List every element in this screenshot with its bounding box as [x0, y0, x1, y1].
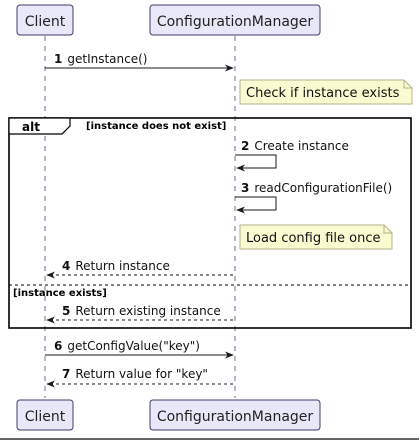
- message-6: 6 getConfigValue("key"): [45, 339, 234, 359]
- message-3: 3 readConfigurationFile(): [235, 181, 392, 214]
- message-7-text: Return value for "key": [75, 367, 208, 381]
- alt-separator: [instance exists]: [9, 284, 411, 299]
- message-2-text: Create instance: [254, 139, 349, 153]
- alt-guard-2: [instance exists]: [13, 288, 107, 299]
- participant-client-bottom: Client: [16, 399, 74, 431]
- message-3-text: readConfigurationFile(): [254, 181, 392, 195]
- alt-guard-1: [instance does not exist]: [86, 121, 226, 132]
- message-2: 2 Create instance: [235, 139, 349, 172]
- message-6-text: getConfigValue("key"): [67, 339, 200, 353]
- message-1: 1 getInstance(): [45, 52, 234, 72]
- message-4-text: Return instance: [75, 259, 169, 273]
- note-load-config: Load config file once: [239, 224, 393, 250]
- message-4-number: 4: [62, 259, 70, 273]
- alt-keyword: alt: [22, 120, 40, 134]
- participant-client-label: Client: [25, 14, 66, 30]
- message-1-number: 1: [54, 52, 62, 66]
- message-5-number: 5: [62, 304, 70, 318]
- message-5-text: Return existing instance: [75, 304, 220, 318]
- participant-manager-bottom: ConfigurationManager: [149, 399, 321, 431]
- message-7: 7 Return value for "key": [46, 367, 233, 388]
- message-2-number: 2: [241, 139, 249, 153]
- participant-client-label-bottom: Client: [25, 409, 66, 425]
- message-3-number: 3: [241, 181, 249, 195]
- participant-manager-label-bottom: ConfigurationManager: [157, 409, 314, 425]
- note-check-instance: Check if instance exists: [239, 79, 413, 105]
- participant-manager-top: ConfigurationManager: [149, 4, 321, 36]
- message-6-number: 6: [54, 339, 62, 353]
- message-4: 4 Return instance: [46, 259, 233, 279]
- message-1-text: getInstance(): [67, 52, 147, 66]
- note-2-text: Load config file once: [246, 231, 381, 246]
- participant-manager-label: ConfigurationManager: [157, 14, 314, 30]
- message-7-number: 7: [62, 367, 70, 381]
- participant-client-top: Client: [16, 4, 74, 36]
- note-1-text: Check if instance exists: [246, 86, 400, 101]
- alt-frame: alt [instance does not exist]: [8, 117, 412, 329]
- message-5: 5 Return existing instance: [46, 304, 233, 324]
